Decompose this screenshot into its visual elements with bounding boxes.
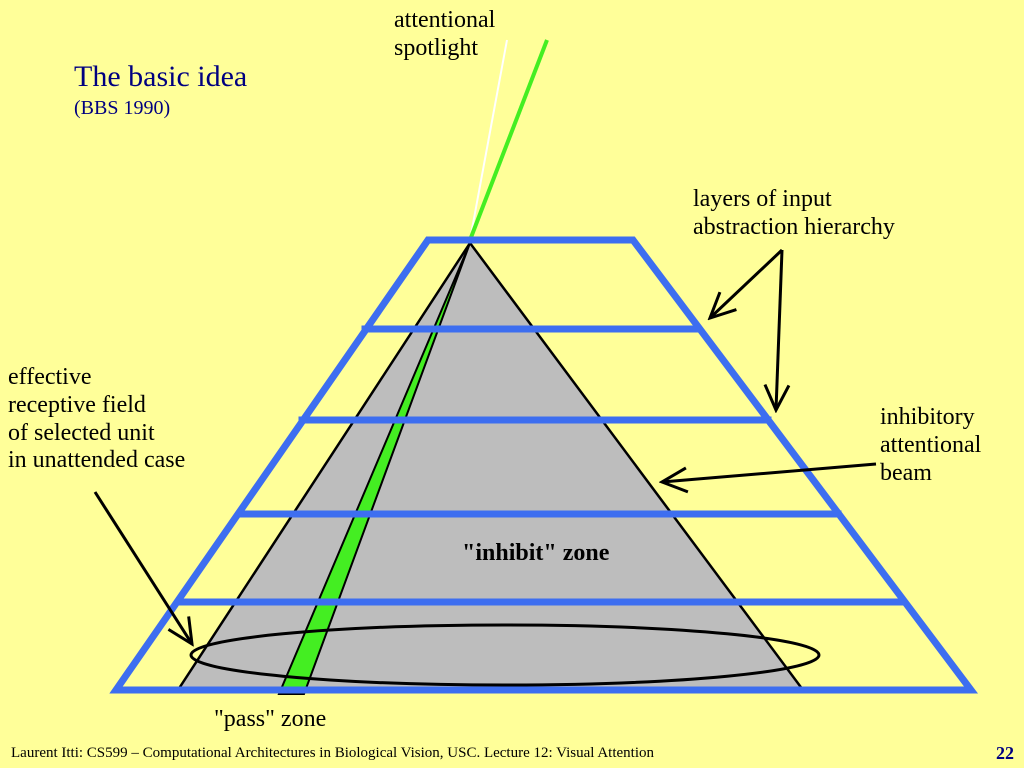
effective-field-label: effective receptive field of selected un…	[8, 364, 186, 474]
spotlight-white-ray	[469, 39, 508, 241]
attentional-spotlight-label: attentional spotlight	[394, 7, 496, 61]
pass-zone-label: "pass" zone	[214, 706, 327, 732]
layers-arrow-to-layer1	[710, 248, 784, 318]
slide-title: The basic idea	[74, 60, 248, 93]
layers-arrow-to-layer2	[776, 249, 782, 410]
pass-beam	[277, 242, 471, 695]
pyramid-outline	[109, 236, 979, 694]
inhibit-zone-label: "inhibit" zone	[462, 540, 610, 566]
page-number: 22	[996, 743, 1014, 763]
layers-label: layers of input abstraction hierarchy	[693, 186, 895, 240]
slide-footer: Laurent Itti: CS599 – Computational Arch…	[11, 745, 654, 761]
inhibitory-beam-arrow	[662, 462, 877, 482]
effective-field-arrow	[93, 491, 192, 644]
slide-subtitle: (BBS 1990)	[74, 97, 171, 119]
inhibitory-beam-label: inhibitory attentional beam	[880, 404, 982, 486]
effective-field-ellipse	[189, 623, 821, 687]
pyramid-layers	[109, 236, 979, 694]
spotlight-green-ray	[468, 39, 549, 241]
